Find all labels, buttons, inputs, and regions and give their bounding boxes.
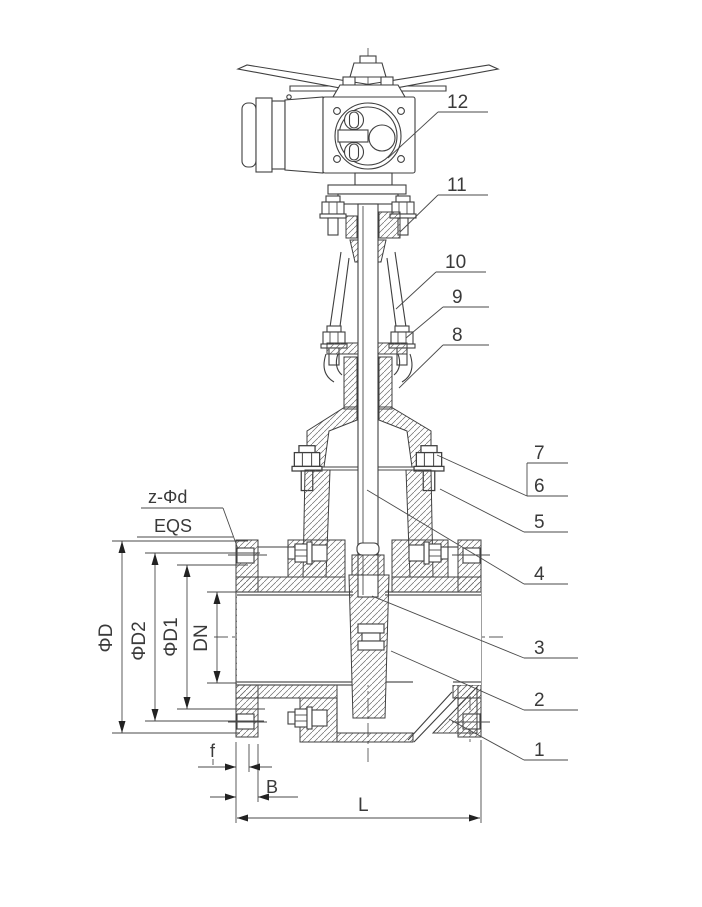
dim-label-phi-d2: ΦD2 — [129, 621, 150, 660]
callout-label-8: 8 — [452, 325, 463, 346]
motor-end-cap — [241, 102, 257, 168]
dim-label-l: L — [358, 795, 369, 816]
dimension-annotations-left: ΦD ΦD2 ΦD1 DN z-Φd EQS — [96, 487, 265, 734]
dim-label-phi-d1: ΦD1 — [161, 617, 182, 656]
callout-label-4: 4 — [534, 564, 545, 585]
dim-label-bolt-holes: z-Φd — [148, 487, 187, 507]
packing — [343, 356, 358, 410]
dim-label-dn: DN — [191, 624, 212, 651]
callout-label-9: 9 — [452, 287, 463, 308]
gear-port-circle — [368, 124, 396, 152]
yoke — [319, 195, 417, 410]
callout-label-12: 12 — [447, 92, 468, 113]
dim-label-phi-d: ΦD — [96, 624, 117, 653]
dim-label-b: B — [266, 777, 278, 797]
callout-label-1: 1 — [534, 740, 545, 761]
callout-label-5: 5 — [534, 512, 545, 533]
stem-nut — [378, 211, 401, 239]
actuator-gearbox — [241, 76, 416, 205]
callout-label-10: 10 — [445, 252, 466, 273]
callout-label-6: 6 — [534, 476, 545, 497]
callout-label-7: 7 — [534, 443, 545, 464]
callout-label-11: 11 — [447, 175, 467, 196]
gate-wedge — [348, 542, 390, 719]
dimension-annotations-bottom: f B L — [198, 740, 482, 823]
part-callouts: 12 11 10 9 8 7 6 5 4 3 2 1 — [366, 92, 578, 761]
gear-flange-circle — [334, 102, 402, 170]
callout-label-2: 2 — [534, 690, 545, 711]
dim-label-f: f — [210, 741, 216, 761]
callout-label-3: 3 — [534, 638, 545, 659]
stem — [357, 203, 379, 598]
dim-label-eqs: EQS — [154, 516, 192, 536]
